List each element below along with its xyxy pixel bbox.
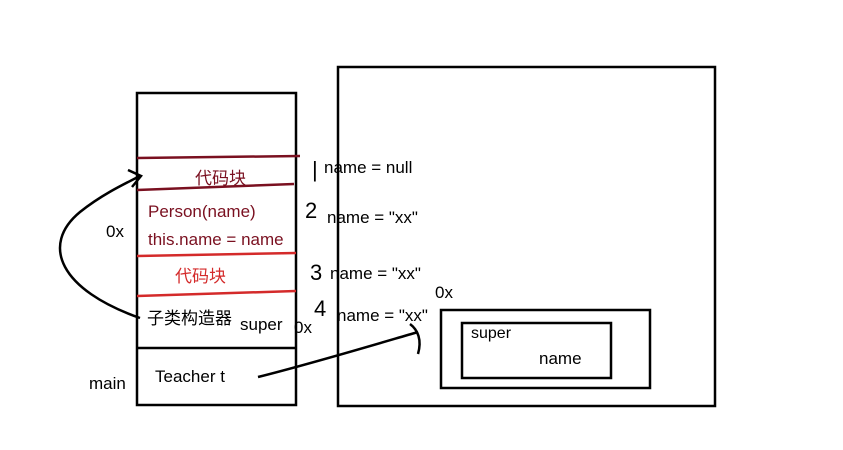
reference-arrowhead <box>409 323 421 355</box>
heap-box <box>336 65 717 408</box>
super-object-box <box>460 321 613 380</box>
divider-parent-mid <box>136 182 295 192</box>
stack-code-block-bottom: 代码块 <box>175 267 226 286</box>
stack-frame <box>135 91 298 407</box>
stack-this-assign: this.name = name <box>148 230 284 249</box>
step-2-text: name = "xx" <box>327 208 418 227</box>
main-label: main <box>89 374 126 393</box>
step-3-text: name = "xx" <box>330 264 421 283</box>
heap-address-label: 0x <box>435 283 453 302</box>
teacher-object-box <box>439 308 652 390</box>
stack-subclass-constructor: 子类构造器 <box>147 309 232 328</box>
step-2-mark: 2 <box>305 198 318 223</box>
address-left-label: 0x <box>106 222 124 241</box>
reference-arrow <box>257 330 419 379</box>
constructor-flow-arrow <box>58 174 141 320</box>
step-1-text: name = null <box>324 158 413 177</box>
step-3-mark: 3 <box>310 260 323 285</box>
stack-super-label: super <box>240 315 283 334</box>
step-4-mark: 4 <box>314 296 327 321</box>
constructor-flow-arrowhead <box>127 168 143 188</box>
heap-name-field: name <box>539 349 582 368</box>
divider-child-bottom <box>136 289 297 298</box>
stack-teacher-var: Teacher t <box>155 367 225 386</box>
stack-person-constructor: Person(name) <box>148 202 256 221</box>
stack-code-block-top: 代码块 <box>195 169 246 188</box>
step-1-mark: | <box>312 157 318 182</box>
divider-parent-top <box>136 154 301 160</box>
step-4-text: name = "xx" <box>337 306 428 325</box>
address-super-label: 0x <box>294 318 312 337</box>
heap-super-label: super <box>471 325 512 342</box>
divider-child-top <box>136 251 297 258</box>
